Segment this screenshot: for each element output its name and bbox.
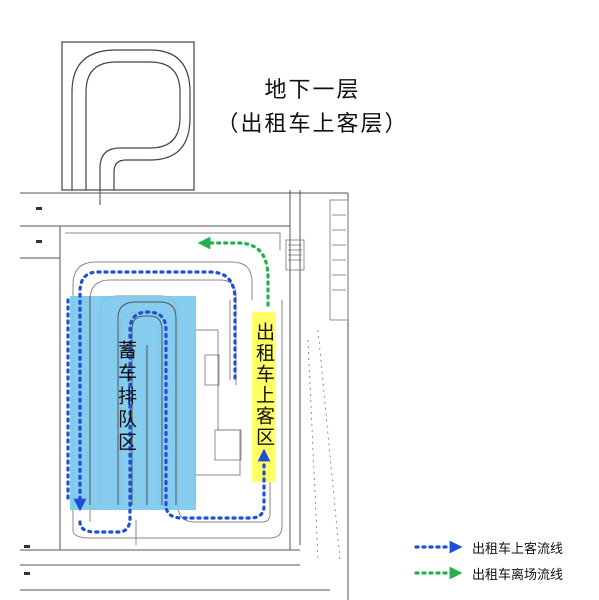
exit-flow-line xyxy=(197,236,270,307)
plan-title: 地下一层 xyxy=(264,78,361,103)
legend-item-exit-flow: 出租车离场流线 xyxy=(414,563,563,583)
spiral-ramp xyxy=(61,41,195,205)
pickup-area-label: 出租车上客区 xyxy=(253,322,275,448)
queue-lanes xyxy=(89,296,177,505)
dotted-arrow-icon xyxy=(414,539,464,555)
legend-item-pickup-flow: 出租车上客流线 xyxy=(414,537,563,557)
dotted-arrow-icon xyxy=(414,565,464,581)
road-markings xyxy=(24,207,42,575)
legend-swatches xyxy=(414,540,463,580)
queue-area-label: 蓄车排队区 xyxy=(115,340,137,455)
plan-subtitle: （出租车上客层） xyxy=(216,112,409,137)
queue-area-fill xyxy=(70,296,196,510)
pickup-flow-line xyxy=(66,270,271,534)
legend-label: 出租车上客流线 xyxy=(472,541,564,557)
adjacent-building xyxy=(204,199,349,561)
legend-label: 出租车离场流线 xyxy=(472,567,564,583)
